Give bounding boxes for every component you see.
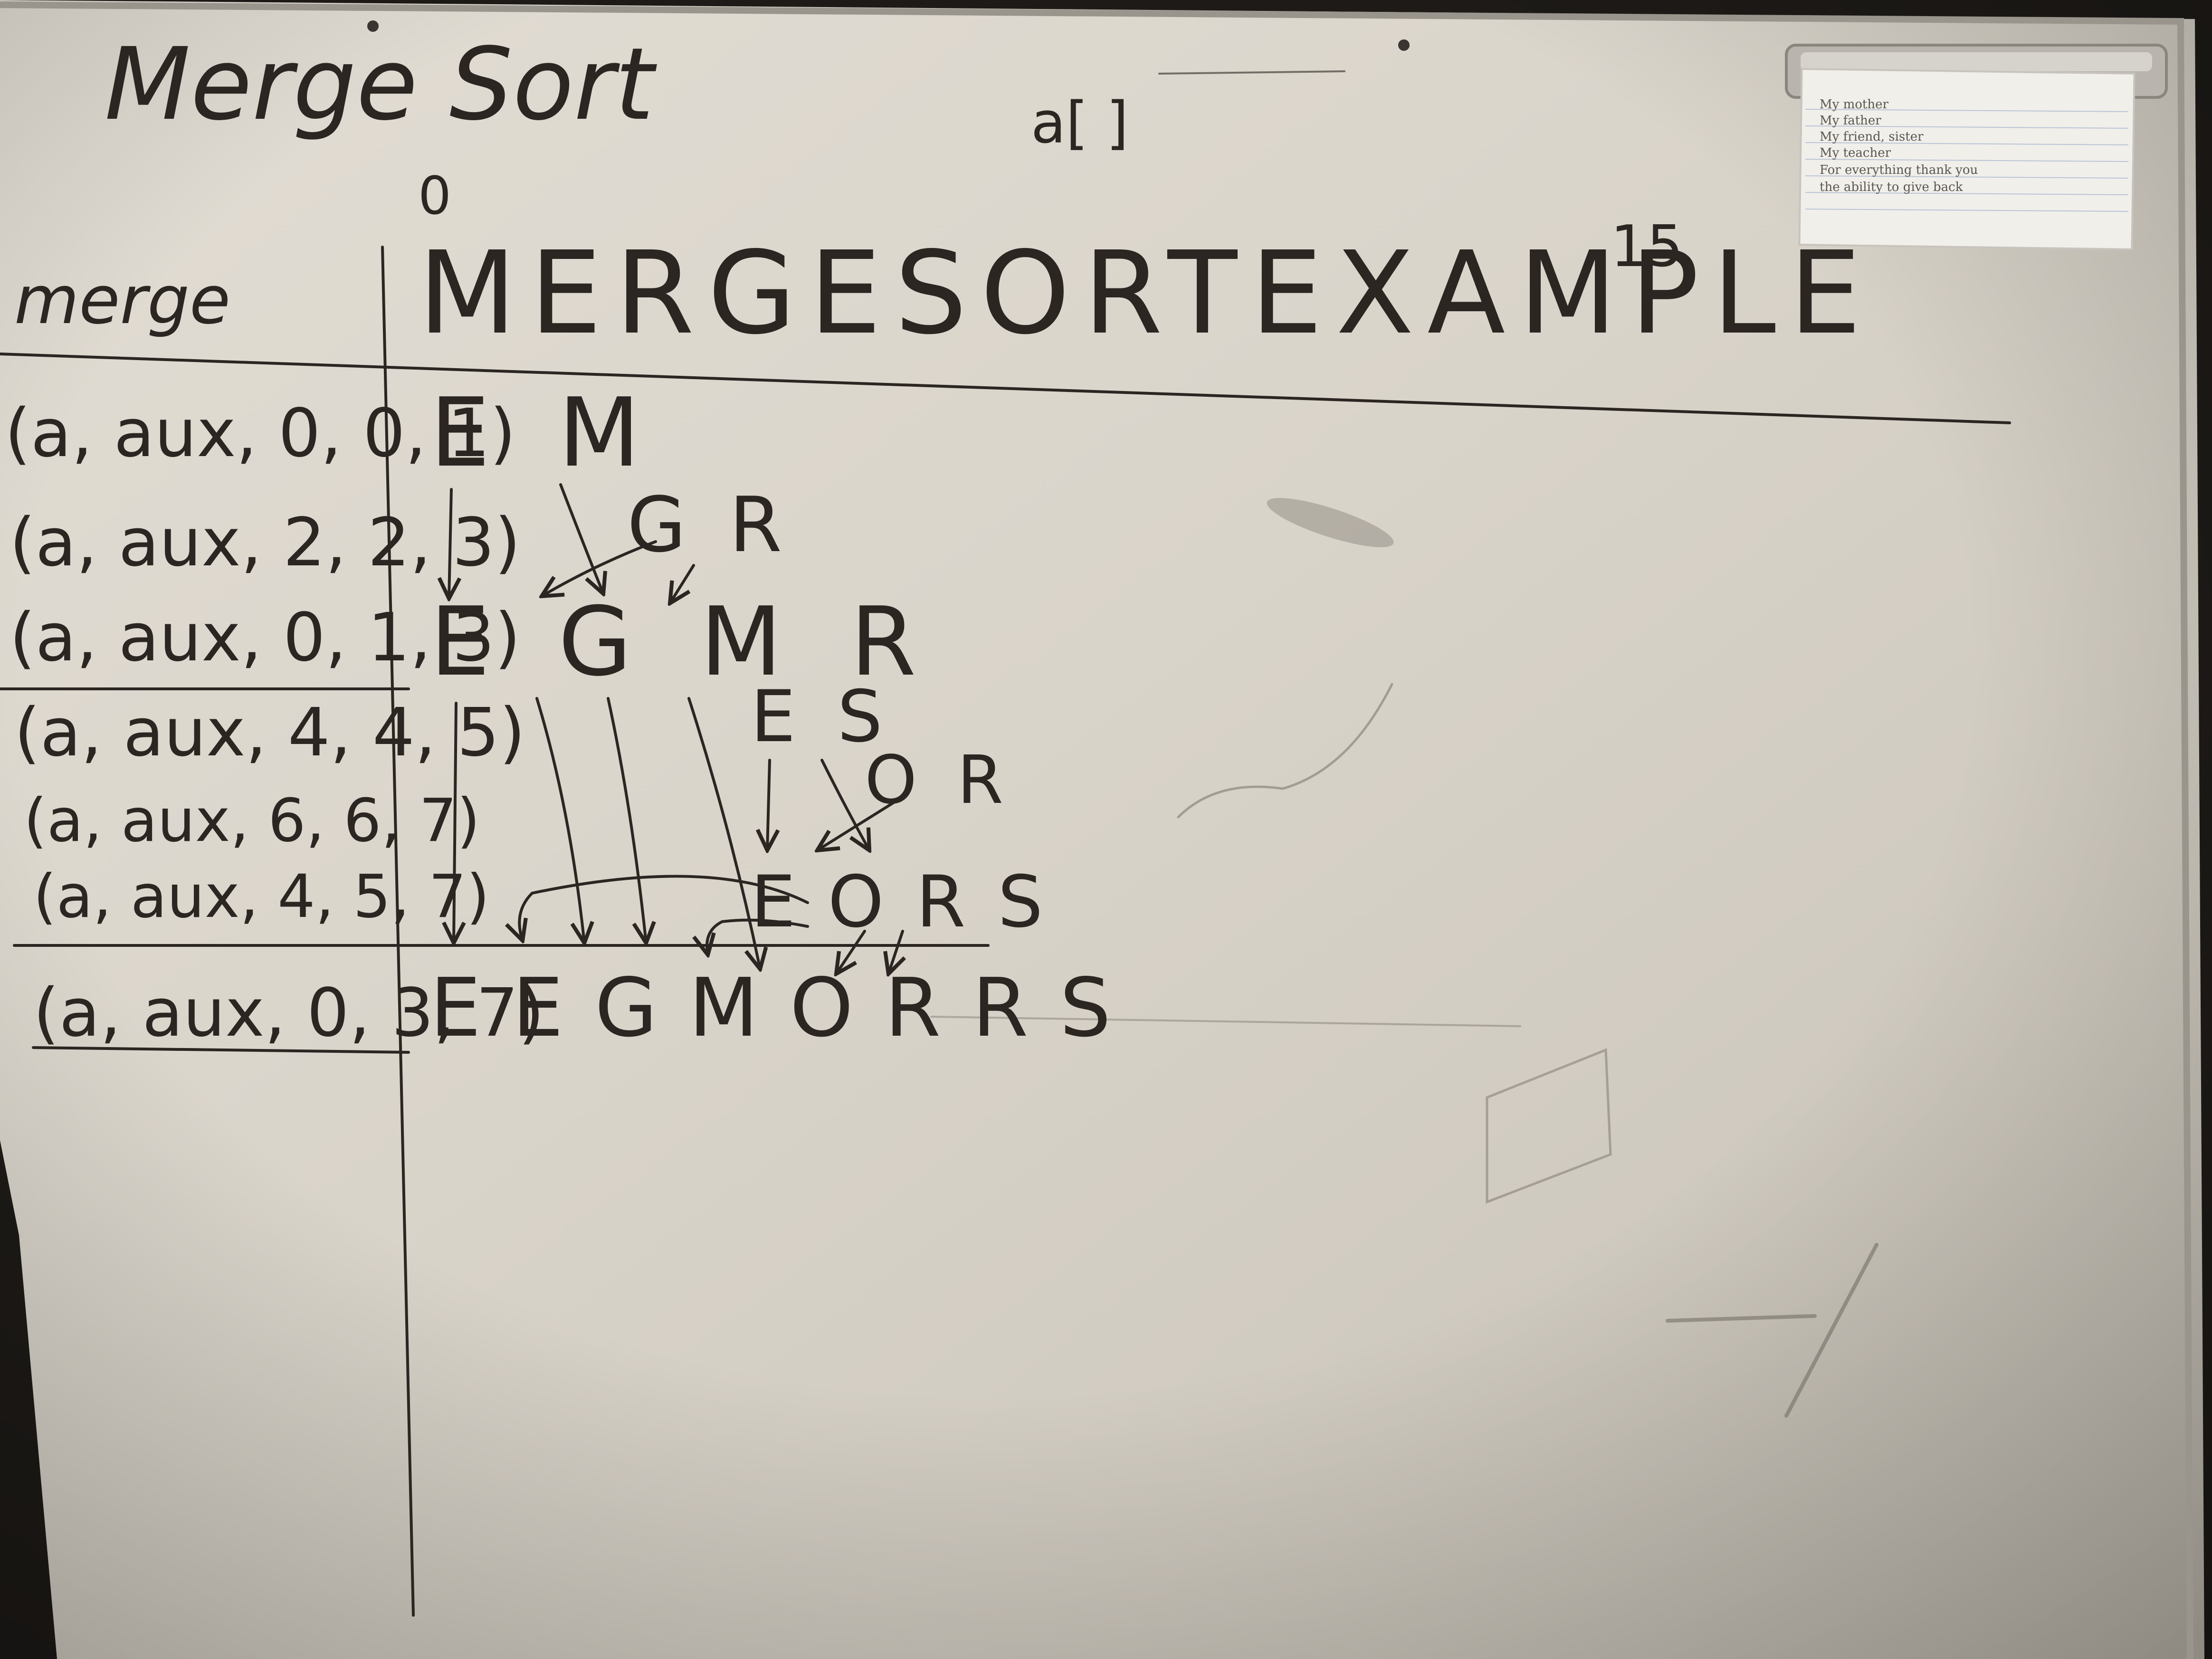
array-label-stroke <box>1158 70 1345 75</box>
merge-call-row-5: (a, aux, 6, 6, 7) <box>24 786 480 855</box>
note-line-4: My teacher <box>1820 146 1891 160</box>
merge-result-row-2: G R <box>627 480 791 569</box>
screw-left <box>367 20 379 32</box>
board-title: Merge Sort <box>105 26 657 143</box>
faint-strokes <box>1666 1243 1878 1418</box>
faint-scribble <box>1177 683 1393 819</box>
marker-tray-highlight <box>1801 52 2152 71</box>
merge-call-row-7: (a, aux, 0, 3, 7) <box>33 974 544 1052</box>
merge-result-row-1: E M <box>430 378 659 488</box>
array-label: a[ ] <box>1031 90 1128 156</box>
merge-call-row-2: (a, aux, 2, 2, 3) <box>10 504 521 582</box>
note-line-2: My father <box>1820 114 1881 128</box>
merge-call-row-4: (a, aux, 4, 4, 5) <box>14 694 525 772</box>
column-divider <box>381 246 415 1617</box>
row-divider-3 <box>32 1046 410 1054</box>
merge-result-row-4: E S <box>751 676 892 758</box>
eraser-smudge <box>1267 498 1394 547</box>
merge-result-row-6: E O R S <box>751 861 1048 944</box>
merge-arrows <box>449 483 903 974</box>
input-sequence: MERGESORTEXAMPLE <box>418 227 1875 360</box>
faint-box <box>1486 1048 1612 1204</box>
header-underline <box>0 353 2011 424</box>
faint-long-line <box>930 1016 1521 1027</box>
note-card: My mother My father My friend, sister My… <box>1798 68 2136 250</box>
index-end: 15 <box>1611 214 1683 280</box>
merge-call-row-6: (a, aux, 4, 5, 7) <box>33 862 489 931</box>
merge-call-row-1: (a, aux, 0, 0, 1) <box>5 395 516 472</box>
index-start: 0 <box>418 165 451 226</box>
note-line-6: the ability to give back <box>1820 180 1963 194</box>
merge-call-row-3: (a, aux, 0, 1, 3) <box>10 599 521 677</box>
merge-column-header: merge <box>14 262 230 339</box>
note-line-1: My mother <box>1820 97 1888 112</box>
note-line-3: My friend, sister <box>1820 130 1924 144</box>
merge-result-row-7: E E G M O R R S <box>430 961 1114 1055</box>
note-line-5: For everything thank you <box>1820 163 1978 177</box>
screw-right <box>1398 39 1410 51</box>
